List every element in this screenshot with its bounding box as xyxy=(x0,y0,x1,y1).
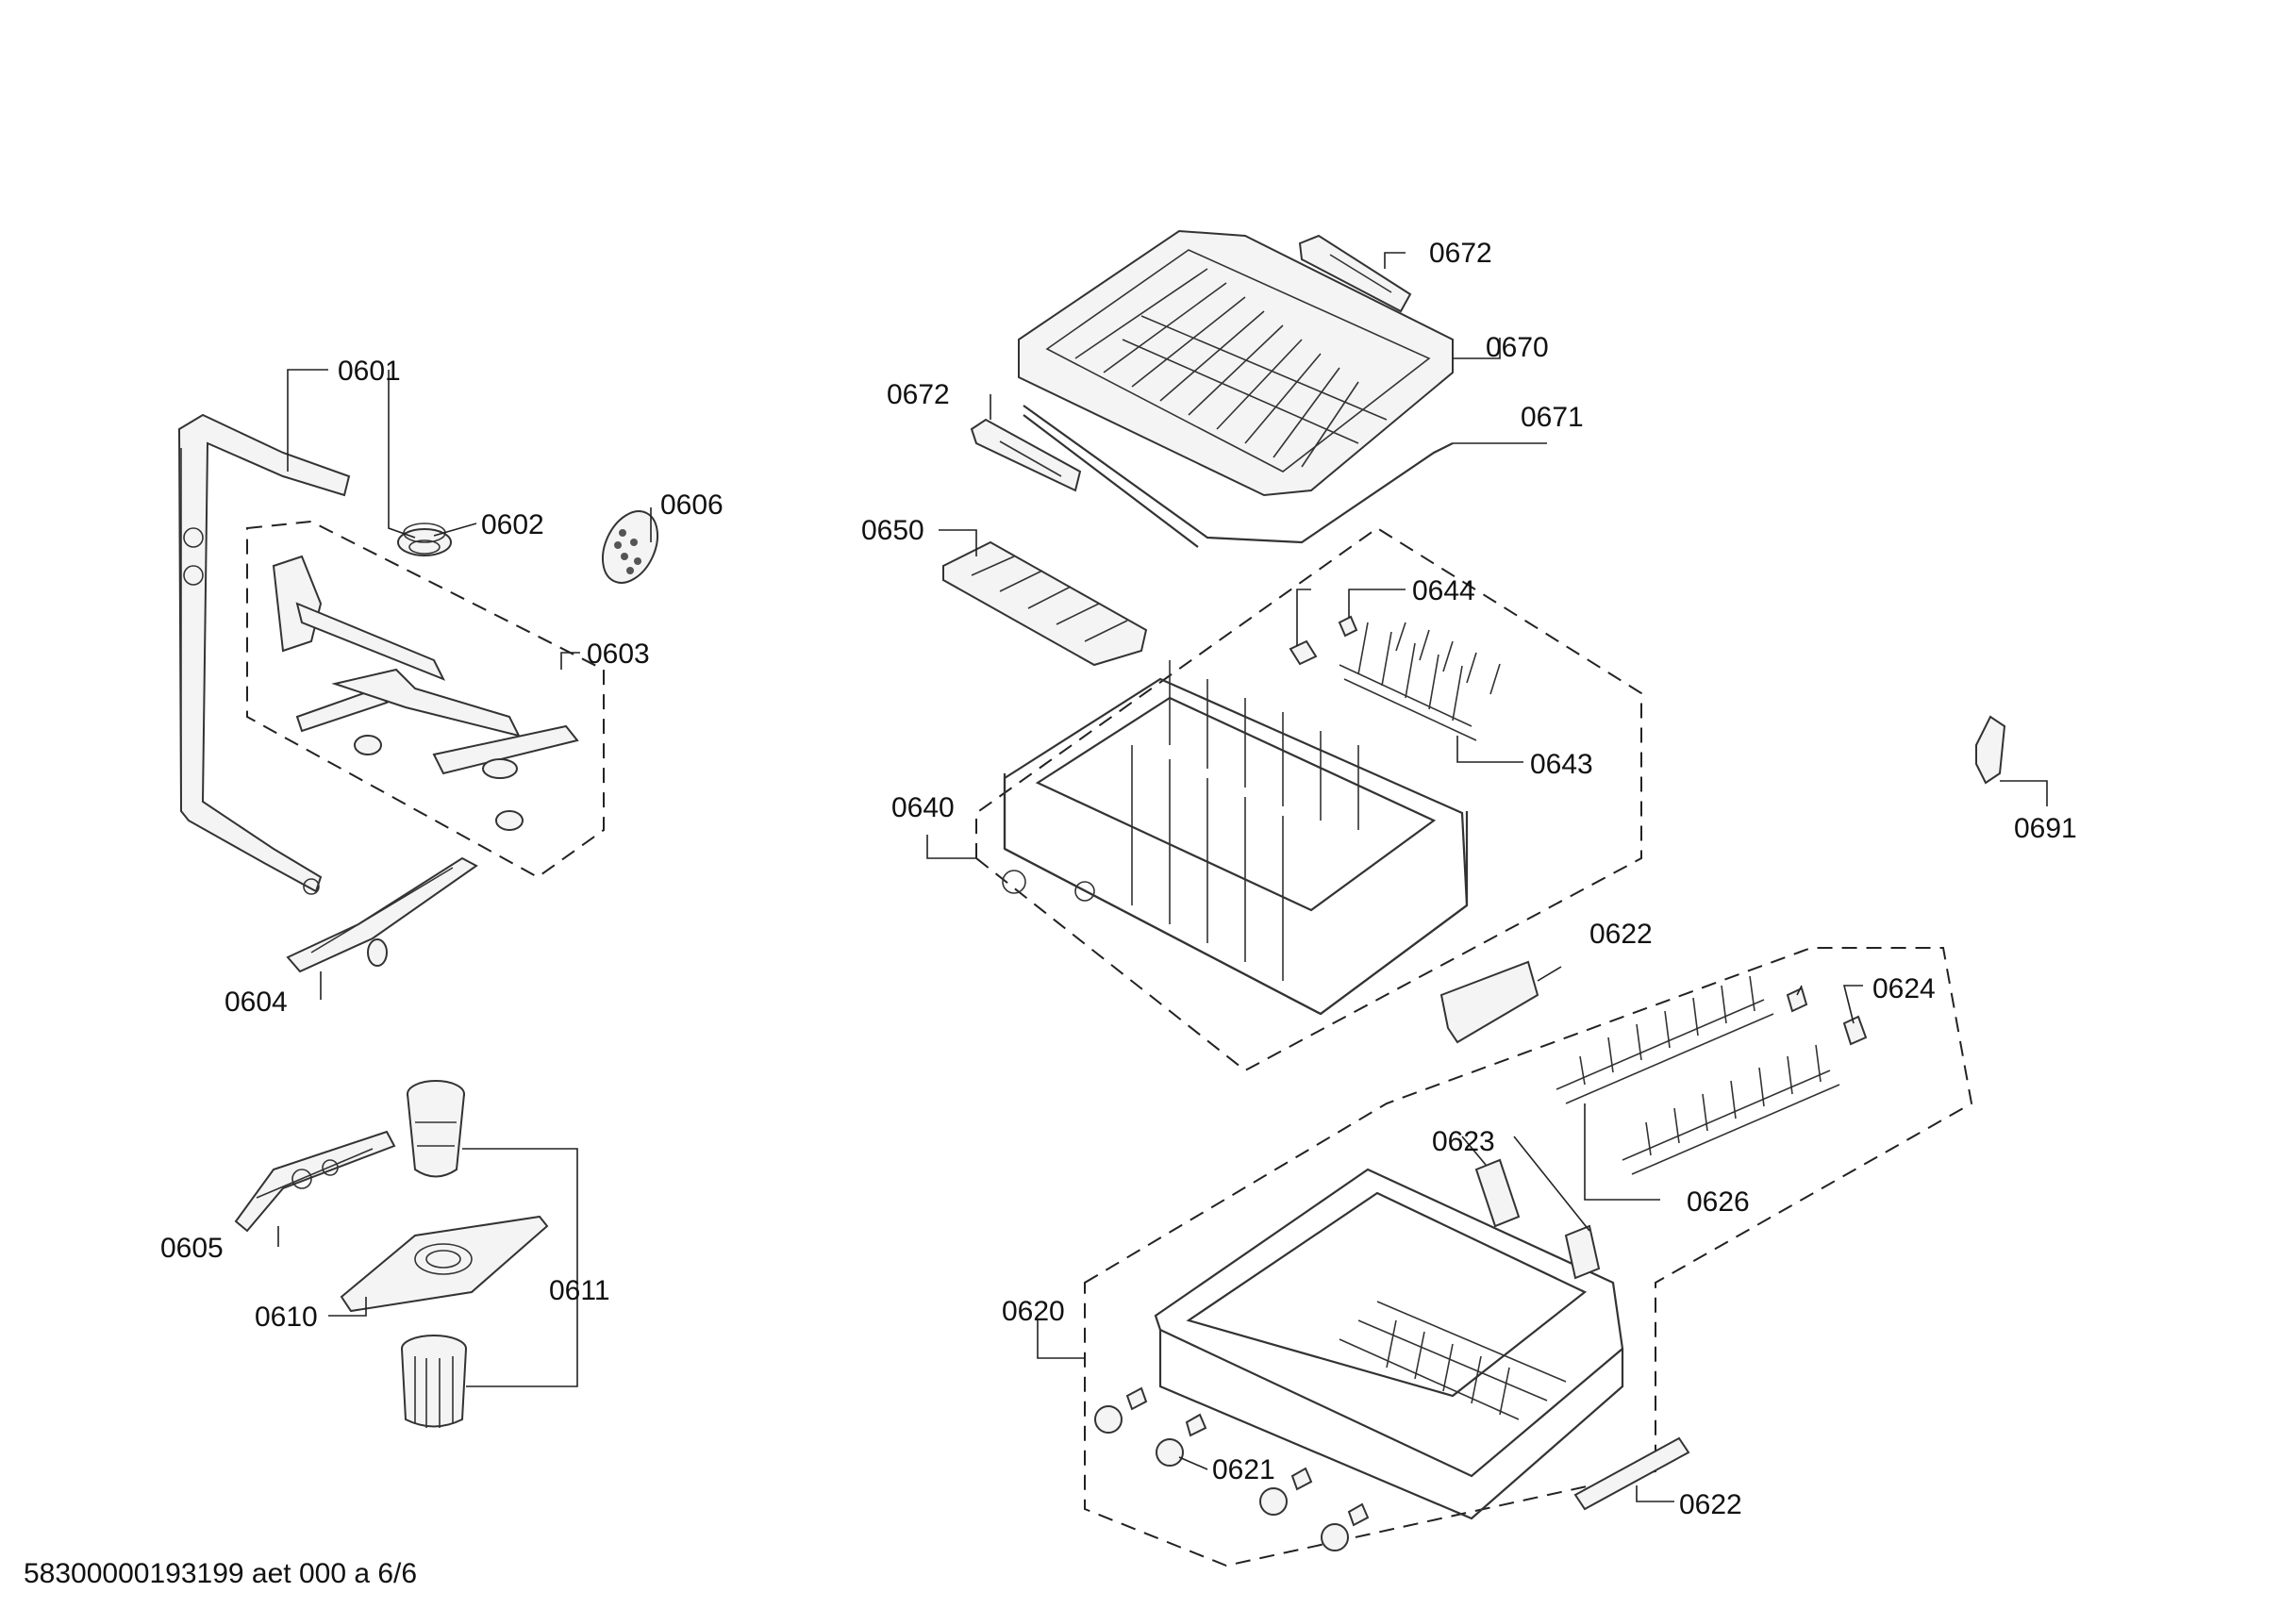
label-0606: 0606 xyxy=(660,489,724,521)
label-0601: 0601 xyxy=(338,356,401,387)
coarse-filter-0611 xyxy=(407,1080,465,1178)
fine-filter-0611 xyxy=(401,1335,467,1428)
rack-clip-0644 xyxy=(1289,615,1358,666)
leader-lines xyxy=(277,252,2048,1502)
basket-wheels-0621 xyxy=(1094,1386,1370,1551)
rack-holders-0624 xyxy=(1786,987,1868,1046)
label-0644: 0644 xyxy=(1412,575,1475,606)
label-0691: 0691 xyxy=(2014,813,2077,844)
flat-filter-0610 xyxy=(340,1215,549,1313)
spray-supply-pipe xyxy=(177,413,351,895)
handle-upper-0622 xyxy=(1439,960,1539,1044)
label-0611: 0611 xyxy=(549,1275,610,1306)
upper-spray-arm-box-0603 xyxy=(246,520,605,879)
tray-rail-0671 xyxy=(1023,405,1454,548)
label-0643: 0643 xyxy=(1530,749,1593,780)
lower-basket-0620 xyxy=(1154,1168,1624,1520)
label-0602: 0602 xyxy=(481,509,544,540)
label-0605: 0605 xyxy=(160,1233,224,1264)
upper-basket-box-0640 xyxy=(975,526,1642,1072)
spray-arm-connector-0602 xyxy=(397,523,452,556)
label-0672-right: 0672 xyxy=(1429,238,1492,269)
lower-spray-arm-0604 xyxy=(286,856,478,973)
filter-disc-0606 xyxy=(601,510,659,584)
plate-racks-0626 xyxy=(1556,975,1840,1175)
label-0623: 0623 xyxy=(1432,1126,1495,1157)
tray-slider-left-0672 xyxy=(970,418,1082,492)
basket-roller-0623 xyxy=(1474,1158,1601,1280)
label-0604: 0604 xyxy=(225,987,288,1018)
label-0650: 0650 xyxy=(861,515,924,546)
label-0671: 0671 xyxy=(1521,402,1584,433)
label-0670: 0670 xyxy=(1486,332,1549,363)
label-0672-left: 0672 xyxy=(887,379,950,410)
tray-slider-right-0672 xyxy=(1298,234,1412,313)
lower-basket-box-0620 xyxy=(1084,947,1973,1568)
label-0640: 0640 xyxy=(891,792,955,823)
label-0610: 0610 xyxy=(255,1302,318,1333)
cup-rack-0643 xyxy=(1339,622,1501,741)
upper-basket-0640 xyxy=(1002,660,1469,1016)
cutlery-tray-0670 xyxy=(1018,229,1454,497)
label-0603: 0603 xyxy=(587,639,650,670)
micro-filter-cover-0605 xyxy=(234,1130,396,1233)
label-0621: 0621 xyxy=(1212,1454,1275,1485)
part-number-labels: 0601 0602 0606 0603 0604 0605 0610 0611 … xyxy=(160,238,2077,1520)
side-clip-0691 xyxy=(1975,715,2006,785)
label-0626: 0626 xyxy=(1687,1186,1750,1218)
handle-lower-0622 xyxy=(1573,1436,1690,1511)
label-0624: 0624 xyxy=(1872,973,1936,1004)
label-0622-upper: 0622 xyxy=(1589,919,1653,950)
label-0620: 0620 xyxy=(1002,1296,1065,1327)
document-footer: 58300000193199 aet 000 a 6/6 xyxy=(24,1558,417,1589)
label-0622-lower: 0622 xyxy=(1679,1489,1742,1520)
cup-shelf-0650 xyxy=(942,540,1148,667)
